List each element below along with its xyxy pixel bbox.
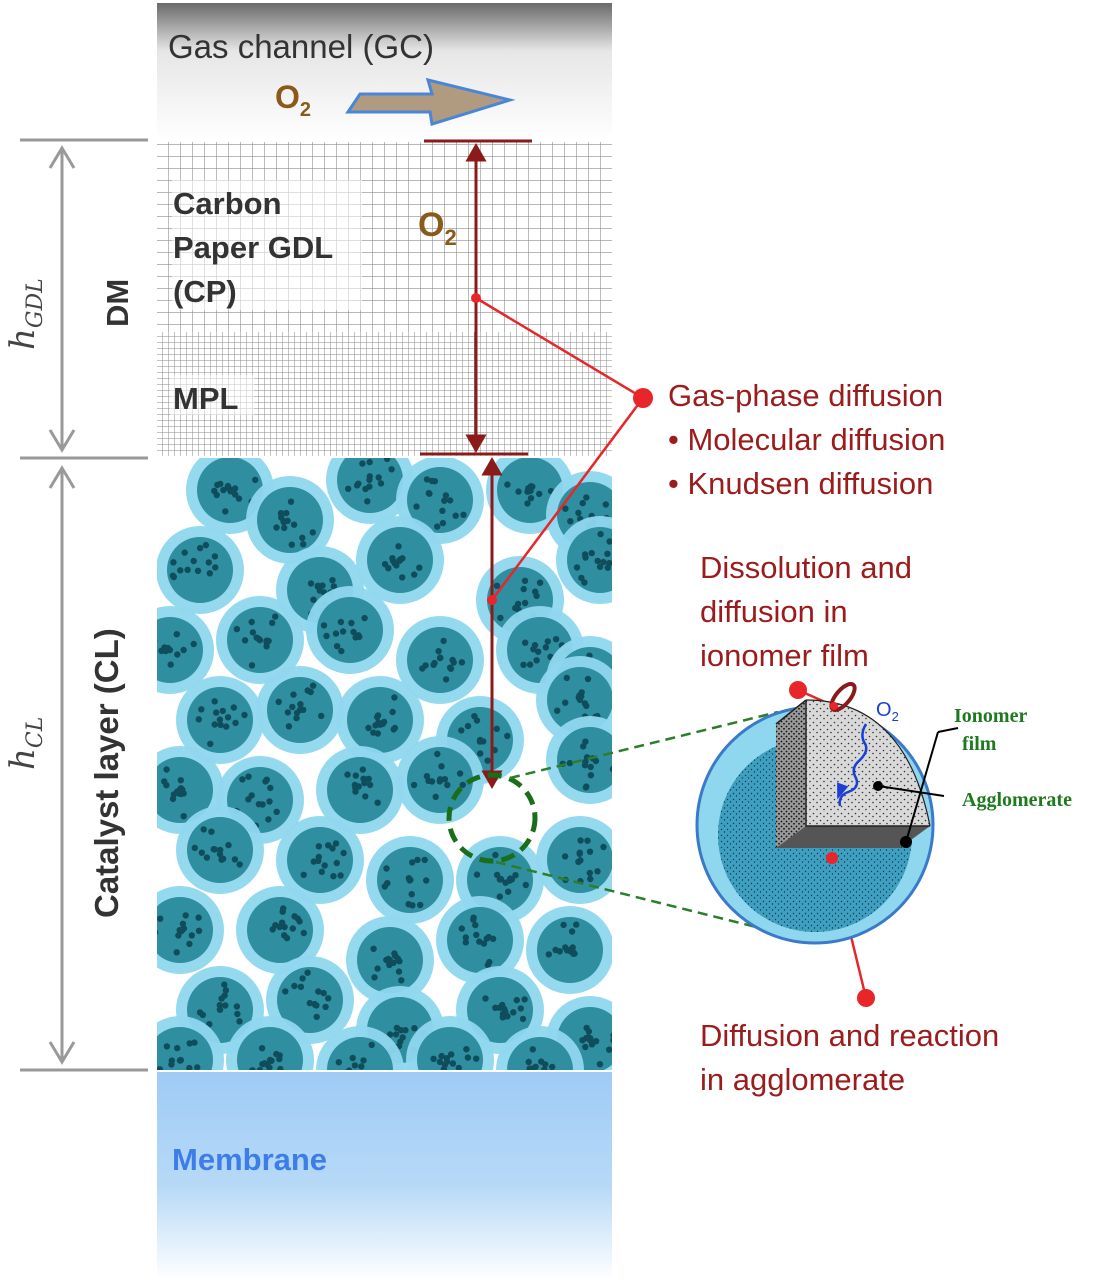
h-gdl-label: hGDL [3, 278, 48, 350]
pointer-dot-reaction [857, 989, 875, 1007]
dm-label: DM [100, 279, 135, 327]
gas-channel-region [157, 3, 612, 140]
inset-o2-label: O2 [876, 699, 899, 724]
pointer-dot-gas-phase [633, 388, 653, 408]
o2-gdl-label: O2 [418, 206, 457, 250]
h-cl-label: hCL [3, 717, 48, 770]
pointer-dot-dissolution [789, 681, 807, 699]
membrane-region [157, 1072, 612, 1280]
pointer-dot-cl [487, 595, 497, 605]
agglomerate-inset [695, 681, 935, 945]
mpl-label: MPL [173, 381, 238, 416]
ionomer-film-label-2: film [962, 733, 997, 755]
gas-channel-label: Gas channel (GC) [168, 28, 434, 65]
membrane-label: Membrane [172, 1142, 327, 1177]
o2-flow-arrow-icon [345, 77, 516, 126]
carbon-paper-label-3: (CP) [173, 274, 237, 309]
molecular-diffusion-label: • Molecular diffusion [668, 422, 945, 457]
reaction-label-2: in agglomerate [700, 1062, 905, 1097]
carbon-paper-label-1: Carbon [173, 186, 282, 221]
dissolution-label-1: Dissolution and [700, 550, 912, 585]
gas-phase-diffusion-label: Gas-phase diffusion [668, 378, 943, 413]
o2-flow-label: O2 [275, 79, 311, 121]
ionomer-film-label-1: Ionomer [954, 705, 1027, 727]
pointer-dot-agglomerate-inner [826, 852, 838, 864]
pointer-dot-small [830, 702, 838, 710]
carbon-paper-label-2: Paper GDL [173, 230, 333, 265]
agglomerate-label: Agglomerate [962, 789, 1072, 811]
reaction-label-1: Diffusion and reaction [700, 1018, 999, 1053]
knudsen-diffusion-label: • Knudsen diffusion [668, 466, 933, 501]
pointer-dot-gdl [471, 293, 481, 303]
dissolution-label-3: ionomer film [700, 638, 869, 673]
catalyst-particles [157, 458, 612, 1070]
zoom-circle [446, 772, 538, 864]
dissolution-label-2: diffusion in [700, 594, 848, 629]
dimension-markers [20, 138, 148, 1072]
catalyst-layer-label: Catalyst layer (CL) [88, 628, 125, 918]
